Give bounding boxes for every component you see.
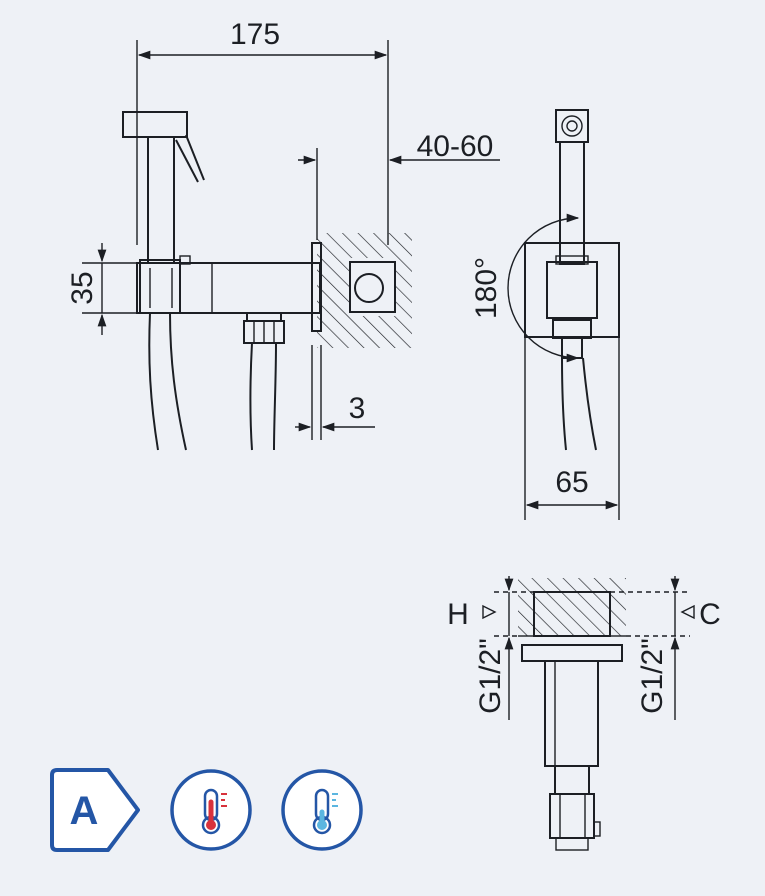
side-view: 175 40-60 35 3 xyxy=(66,18,500,451)
dim-overall-length: 175 xyxy=(230,18,280,51)
dim-body-height: 35 xyxy=(66,271,99,304)
dim-flange-thickness: 3 xyxy=(349,392,366,425)
dim-flange-width: 65 xyxy=(555,466,588,499)
class-badge-label: A xyxy=(70,789,99,833)
shower-head xyxy=(122,111,188,138)
mixer-body xyxy=(136,262,321,314)
label-thread-hot: G1/2" xyxy=(474,638,507,714)
label-cold: C xyxy=(699,598,721,631)
flange-square xyxy=(524,242,620,338)
hose xyxy=(148,312,159,451)
valve-knob xyxy=(354,273,384,303)
section-view: H G1/2" C G1/2" xyxy=(447,576,721,851)
dim-rotation: 180° xyxy=(470,257,503,319)
class-badge: A xyxy=(50,768,140,852)
dim-wall-depth: 40-60 xyxy=(417,130,494,163)
label-hot: H xyxy=(447,598,469,631)
front-view: 180° 65 xyxy=(470,109,620,520)
thermometer-cold-icon xyxy=(281,769,363,851)
section-wall-hatch xyxy=(518,578,626,636)
rotation-arc xyxy=(507,213,580,363)
valve-body xyxy=(349,261,396,313)
thermometer-hot-icon xyxy=(170,769,252,851)
label-thread-cold: G1/2" xyxy=(636,638,669,714)
